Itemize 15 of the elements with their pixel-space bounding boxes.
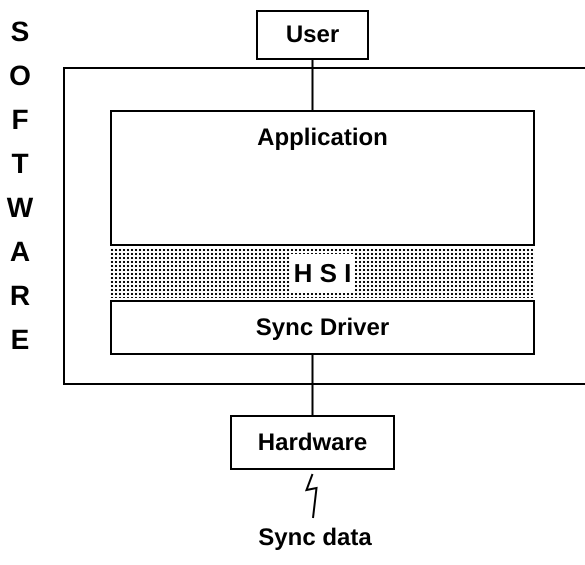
box-label: User [286,20,340,50]
band-label: H S I [290,254,356,292]
process-box [230,415,395,470]
box-label: Application [257,123,388,153]
box-label: Sync Driver [256,312,390,342]
lightning-line [304,474,318,518]
box-label: Hardware [258,428,368,458]
process-box [110,300,535,355]
connector-line [312,60,314,110]
connector-line [312,355,314,415]
process-box [256,10,369,60]
box-label: Sync data [258,523,372,553]
vertical-label: SOFTWARE [6,15,34,357]
dotted-band [110,248,535,298]
layer-box [110,110,535,246]
